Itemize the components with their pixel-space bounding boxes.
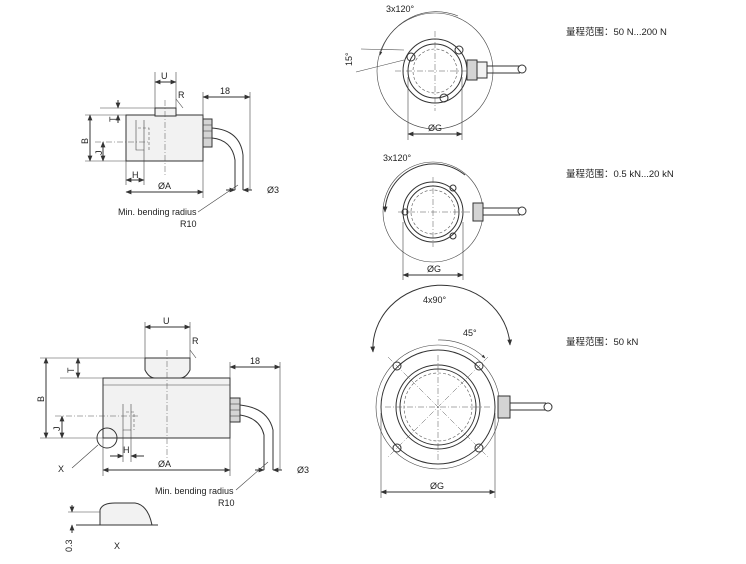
side-view-small: U R 18 B T J <box>80 71 279 229</box>
label-3x120-top2: 3x120° <box>383 153 412 163</box>
label-dia-a: ØA <box>158 181 171 191</box>
label-dia-g-2: ØG <box>427 264 441 274</box>
label-u-2: U <box>163 316 170 326</box>
range-caption-3: 量程范围：50 kN <box>566 336 638 348</box>
range-caption-1: 量程范围：50 N...200 N <box>566 26 667 38</box>
label-dia-g-1: ØG <box>428 123 442 133</box>
label-h-2: H <box>123 445 130 455</box>
label-dia-g-3: ØG <box>430 481 444 491</box>
top-view-0-5kn-20kn: 3x120° ØG <box>382 153 527 280</box>
label-dia-3-2: Ø3 <box>297 465 309 475</box>
label-t: T <box>108 116 118 122</box>
top-view-50n-200n: 3x120° 15° ØG <box>344 4 527 140</box>
label-15deg: 15° <box>344 52 354 66</box>
label-r: R <box>178 90 185 100</box>
bend-radius-label: Min. bending radius <box>118 207 197 217</box>
label-x-detail: X <box>114 541 120 551</box>
label-0-3: 0.3 <box>64 539 74 552</box>
label-b-2: B <box>36 396 46 402</box>
label-3x120-top1: 3x120° <box>386 4 415 14</box>
label-j: J <box>94 151 104 156</box>
label-dia-3: Ø3 <box>267 185 279 195</box>
label-h: H <box>132 170 139 180</box>
label-18-2: 18 <box>250 356 260 366</box>
bend-radius-value-2: R10 <box>218 498 235 508</box>
side-view-large: U R 18 B T J <box>36 316 309 508</box>
label-u: U <box>161 71 168 81</box>
label-r-2: R <box>192 336 199 346</box>
bend-radius-value: R10 <box>180 219 197 229</box>
range-caption-2: 量程范围：0.5 kN...20 kN <box>566 168 674 180</box>
label-dia-a-2: ØA <box>158 459 171 469</box>
label-b: B <box>80 138 90 144</box>
top-view-50kn: 4x90° 45° ØG <box>370 284 553 498</box>
label-j-2: J <box>52 427 62 432</box>
label-18: 18 <box>220 86 230 96</box>
detail-x: 0.3 X <box>64 502 158 552</box>
bend-radius-label-2: Min. bending radius <box>155 486 234 496</box>
label-t-2: T <box>66 367 76 373</box>
label-4x90: 4x90° <box>423 295 447 305</box>
label-x: X <box>58 464 64 474</box>
label-45deg: 45° <box>463 328 477 338</box>
